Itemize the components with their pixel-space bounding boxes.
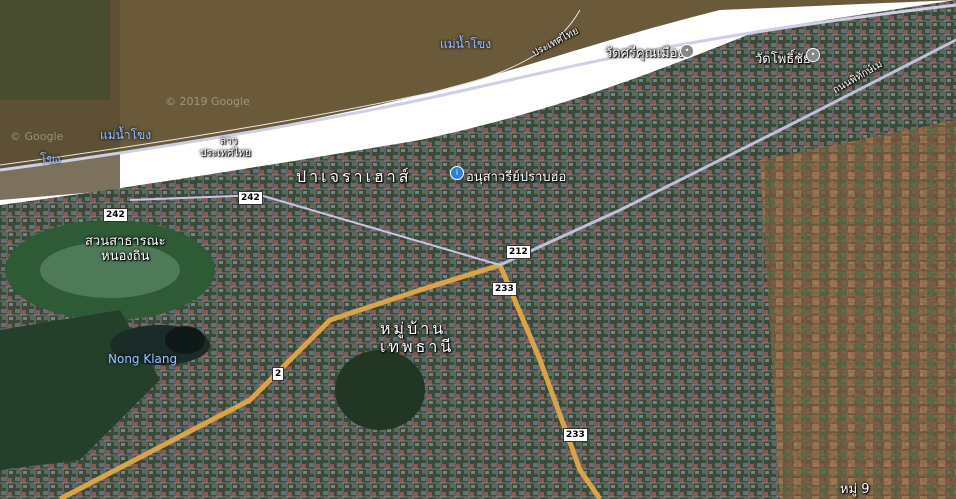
road-shield: 233 [492, 282, 517, 296]
temple-label-2[interactable]: วัดโพธิ์ชัย [755, 52, 811, 67]
road-shield: 2 [272, 367, 285, 381]
temple-label-1[interactable]: วัดศรีคุณเมือง [605, 46, 684, 61]
country-label-thailand: ประเทศไทย [200, 148, 251, 159]
watermark-left: © Google [10, 130, 64, 143]
river-label-upper: แม่น้ำโขง [440, 37, 492, 51]
monument-label[interactable]: อนุสาวรีย์ปราบฮ่อ [466, 170, 567, 185]
road-shield: 233 [563, 428, 588, 442]
park-label: สวนสาธารณะ หนองถิน [85, 234, 166, 264]
river-label: แม่น้ำโขง [100, 128, 152, 142]
road-shield: 242 [103, 208, 128, 222]
temple-pin-icon-2[interactable]: • [806, 48, 820, 62]
country-label-laos: ลาว [220, 136, 238, 147]
district-label: ปาเจราเฮาส์ [296, 167, 412, 186]
village-label: หมู่บ้าน เทพธานี [380, 319, 455, 356]
lake-label: Nong Klang [108, 352, 178, 366]
watermark-year: © 2019 Google [165, 95, 250, 108]
monument-pin-icon[interactable]: i [450, 166, 464, 180]
temple-pin-icon-1[interactable]: • [680, 44, 694, 58]
road-shield: 242 [238, 191, 263, 205]
moo9-label: หมู่ 9 [840, 482, 870, 497]
laos-label-left: โขง [40, 152, 61, 166]
road-shield: 212 [506, 245, 531, 259]
